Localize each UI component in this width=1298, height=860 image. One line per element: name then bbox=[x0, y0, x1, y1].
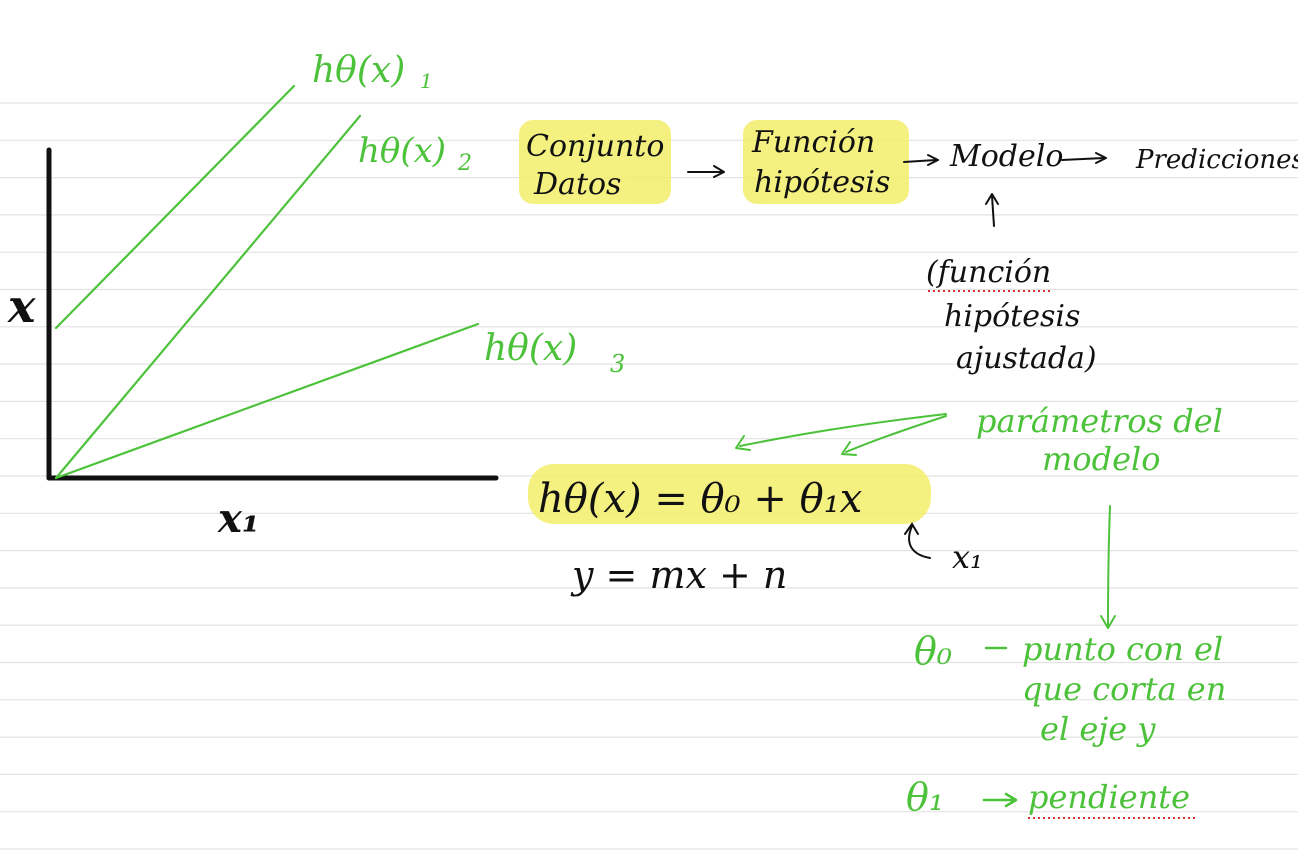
flow-adjusted-line1: (función bbox=[926, 255, 1051, 290]
line-label-h2-sub: 2 bbox=[457, 151, 472, 176]
formula-x-arrow-head bbox=[904, 522, 919, 535]
hypothesis-lines bbox=[54, 84, 480, 480]
line-label-h2: hθ(x) 2 bbox=[358, 131, 472, 176]
line-label-h1-sub: 1 bbox=[420, 69, 433, 93]
line-h3 bbox=[54, 322, 480, 480]
highlights bbox=[519, 120, 931, 524]
arrow-adjusted-model bbox=[985, 193, 999, 227]
flow-adjusted: (función hipótesis ajustada) bbox=[926, 255, 1097, 376]
highlight-dataset bbox=[519, 120, 671, 204]
arrow-dataset-hypothesis bbox=[687, 165, 725, 178]
line-label-h2-text: hθ(x) bbox=[358, 131, 446, 171]
theta0-symbol: θ₀ bbox=[914, 629, 952, 673]
theta0-description: punto con el que corta en el eje y bbox=[1022, 630, 1226, 748]
flow-adjusted-line3: ajustada) bbox=[956, 341, 1097, 376]
formula-x-arrow bbox=[908, 525, 931, 559]
flow-predictions: Predicciones bbox=[1135, 145, 1298, 175]
arrow-hypothesis-model bbox=[903, 154, 939, 166]
params-arrow-down bbox=[1107, 505, 1111, 627]
flow-adjusted-line2: hipótesis bbox=[944, 299, 1080, 334]
params-annotation: parámetros del modelo bbox=[976, 402, 1223, 478]
theta1-arrow bbox=[982, 792, 1018, 808]
line-label-h1: hθ(x) 1 bbox=[312, 50, 433, 93]
flow-hypothesis-line1: Función bbox=[751, 125, 875, 160]
params-line2: modelo bbox=[1042, 440, 1161, 478]
line-label-h3-sub: 3 bbox=[610, 350, 625, 378]
theta0-desc-line1: punto con el bbox=[1022, 630, 1223, 668]
formula-main: hθ(x) = θ₀ + θ₁x bbox=[538, 476, 862, 522]
params-arrows bbox=[735, 413, 1116, 629]
flow-hypothesis: Función hipótesis bbox=[751, 125, 890, 200]
line-label-h1-text: hθ(x) bbox=[312, 50, 405, 91]
y-axis-label: x bbox=[7, 279, 36, 333]
graph-axes bbox=[46, 147, 499, 481]
flow-hypothesis-line2: hipótesis bbox=[754, 165, 890, 200]
highlight-hypothesis bbox=[743, 120, 909, 204]
arrow-model-predictions bbox=[1061, 152, 1107, 164]
formula-x-note: x₁ bbox=[952, 538, 983, 576]
params-arrow-theta0 bbox=[739, 413, 947, 447]
line-label-h3: hθ(x) 3 bbox=[484, 328, 625, 378]
theta1-description: pendiente bbox=[1028, 778, 1190, 816]
line-label-h3-text: hθ(x) bbox=[484, 328, 577, 369]
params-arrow-theta1 bbox=[845, 415, 947, 453]
x-axis-label: x₁ bbox=[217, 495, 259, 542]
line-h1 bbox=[54, 84, 296, 330]
theta1-symbol: θ₁ bbox=[906, 775, 944, 819]
params-line1: parámetros del bbox=[976, 402, 1223, 440]
formula-line-eq: y = mx + n bbox=[570, 553, 787, 597]
highlight-formula bbox=[528, 464, 931, 524]
flow-dataset-line1: Conjunto bbox=[526, 129, 664, 164]
flow-dataset: Conjunto Datos bbox=[526, 129, 664, 202]
theta0-desc-line3: el eje y bbox=[1040, 710, 1156, 748]
flow-dataset-line2: Datos bbox=[533, 167, 621, 202]
theta0-desc-line2: que corta en bbox=[1022, 670, 1226, 708]
line-h2 bbox=[54, 114, 362, 480]
flow-arrows bbox=[687, 152, 1107, 227]
flow-model: Modelo bbox=[949, 139, 1063, 174]
